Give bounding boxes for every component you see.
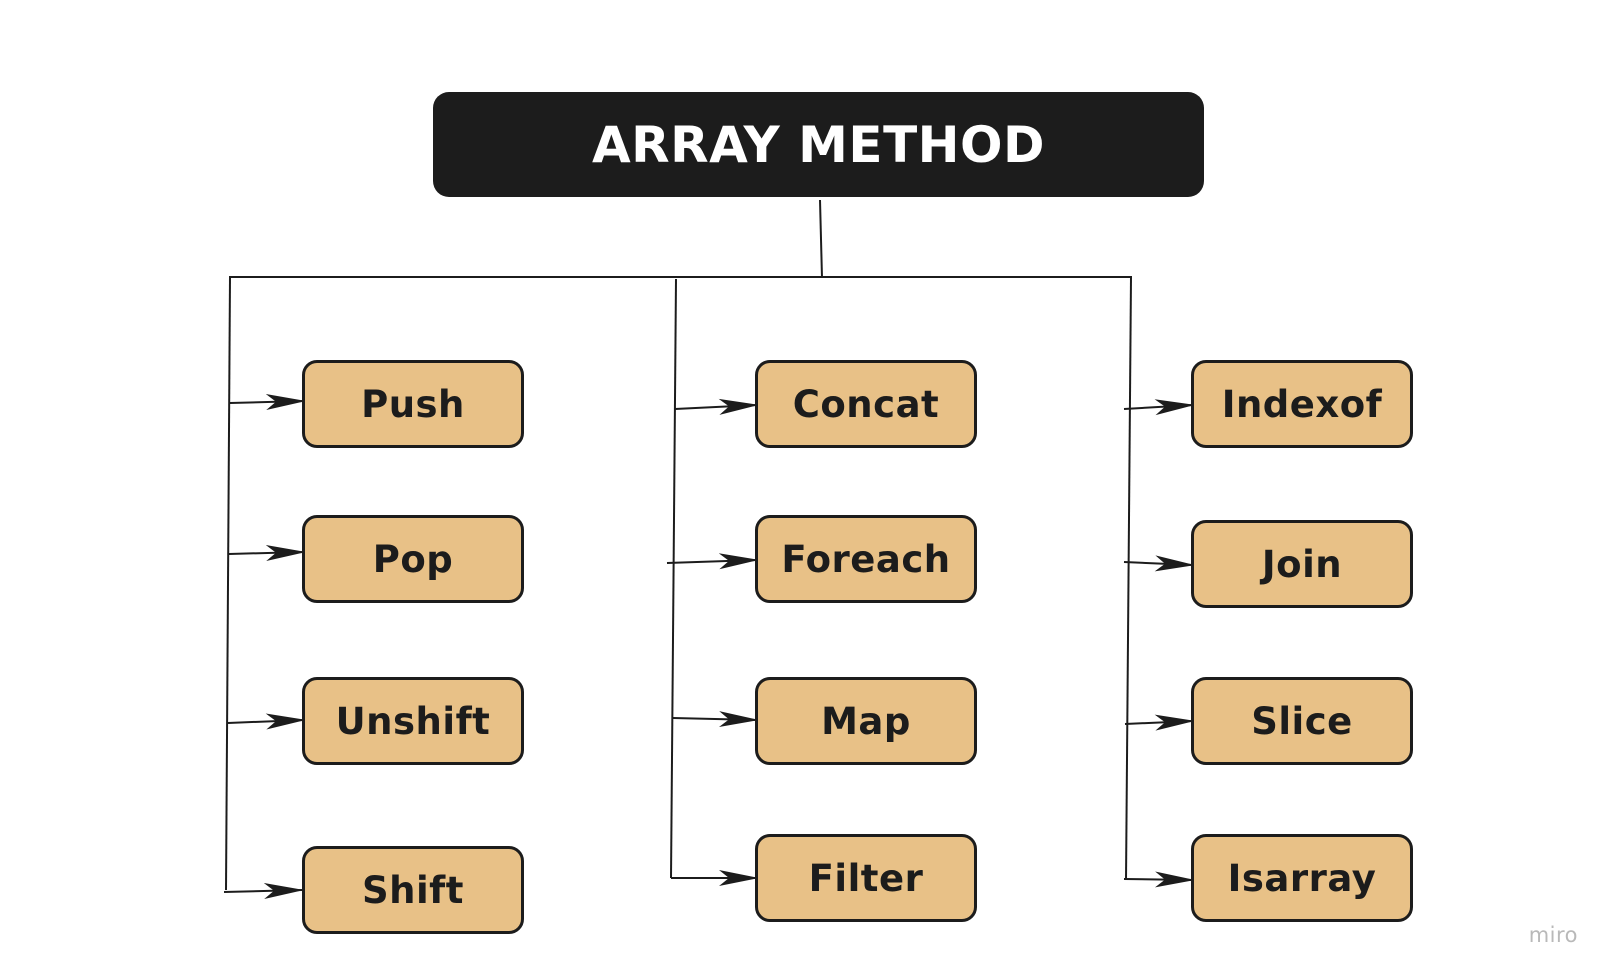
- node-label: Unshift: [335, 699, 491, 743]
- node-filter[interactable]: Filter: [755, 834, 977, 922]
- arrow-unshift: [227, 713, 306, 730]
- node-label: Map: [821, 699, 911, 743]
- node-label: Indexof: [1221, 382, 1383, 426]
- arrow-foreach: [666, 553, 759, 570]
- root-node[interactable]: ARRAY METHOD: [433, 92, 1204, 197]
- node-map[interactable]: Map: [755, 677, 977, 765]
- miro-watermark: miro: [1528, 923, 1578, 947]
- node-isarray[interactable]: Isarray: [1191, 834, 1413, 922]
- trunk-line: [819, 199, 823, 279]
- arrow-pop: [228, 545, 306, 562]
- node-unshift[interactable]: Unshift: [302, 677, 524, 765]
- column-2-vertical: [670, 278, 677, 879]
- node-label: Push: [361, 382, 465, 426]
- node-indexof[interactable]: Indexof: [1191, 360, 1413, 448]
- node-shift[interactable]: Shift: [302, 846, 524, 934]
- arrow-concat: [674, 398, 759, 415]
- arrow-slice: [1124, 714, 1195, 731]
- node-label: Pop: [372, 537, 454, 581]
- node-push[interactable]: Push: [302, 360, 524, 448]
- arrow-join: [1123, 555, 1195, 572]
- arrow-map: [672, 711, 759, 728]
- node-label: Join: [1261, 542, 1343, 586]
- node-label: Concat: [792, 382, 940, 426]
- arrow-indexof: [1123, 399, 1195, 416]
- node-label: Filter: [808, 856, 924, 900]
- root-title: ARRAY METHOD: [591, 115, 1046, 174]
- node-label: Shift: [362, 868, 464, 912]
- arrow-shift: [223, 882, 304, 899]
- arrow-isarray: [1123, 871, 1195, 888]
- node-slice[interactable]: Slice: [1191, 677, 1413, 765]
- node-label: Foreach: [781, 537, 951, 581]
- node-label: Slice: [1251, 699, 1353, 743]
- node-pop[interactable]: Pop: [302, 515, 524, 603]
- column-3-vertical: [1125, 276, 1132, 881]
- arrow-push: [229, 394, 306, 411]
- node-label: Isarray: [1227, 856, 1377, 900]
- node-foreach[interactable]: Foreach: [755, 515, 977, 603]
- node-join[interactable]: Join: [1191, 520, 1413, 608]
- column-1-vertical: [225, 276, 231, 891]
- node-concat[interactable]: Concat: [755, 360, 977, 448]
